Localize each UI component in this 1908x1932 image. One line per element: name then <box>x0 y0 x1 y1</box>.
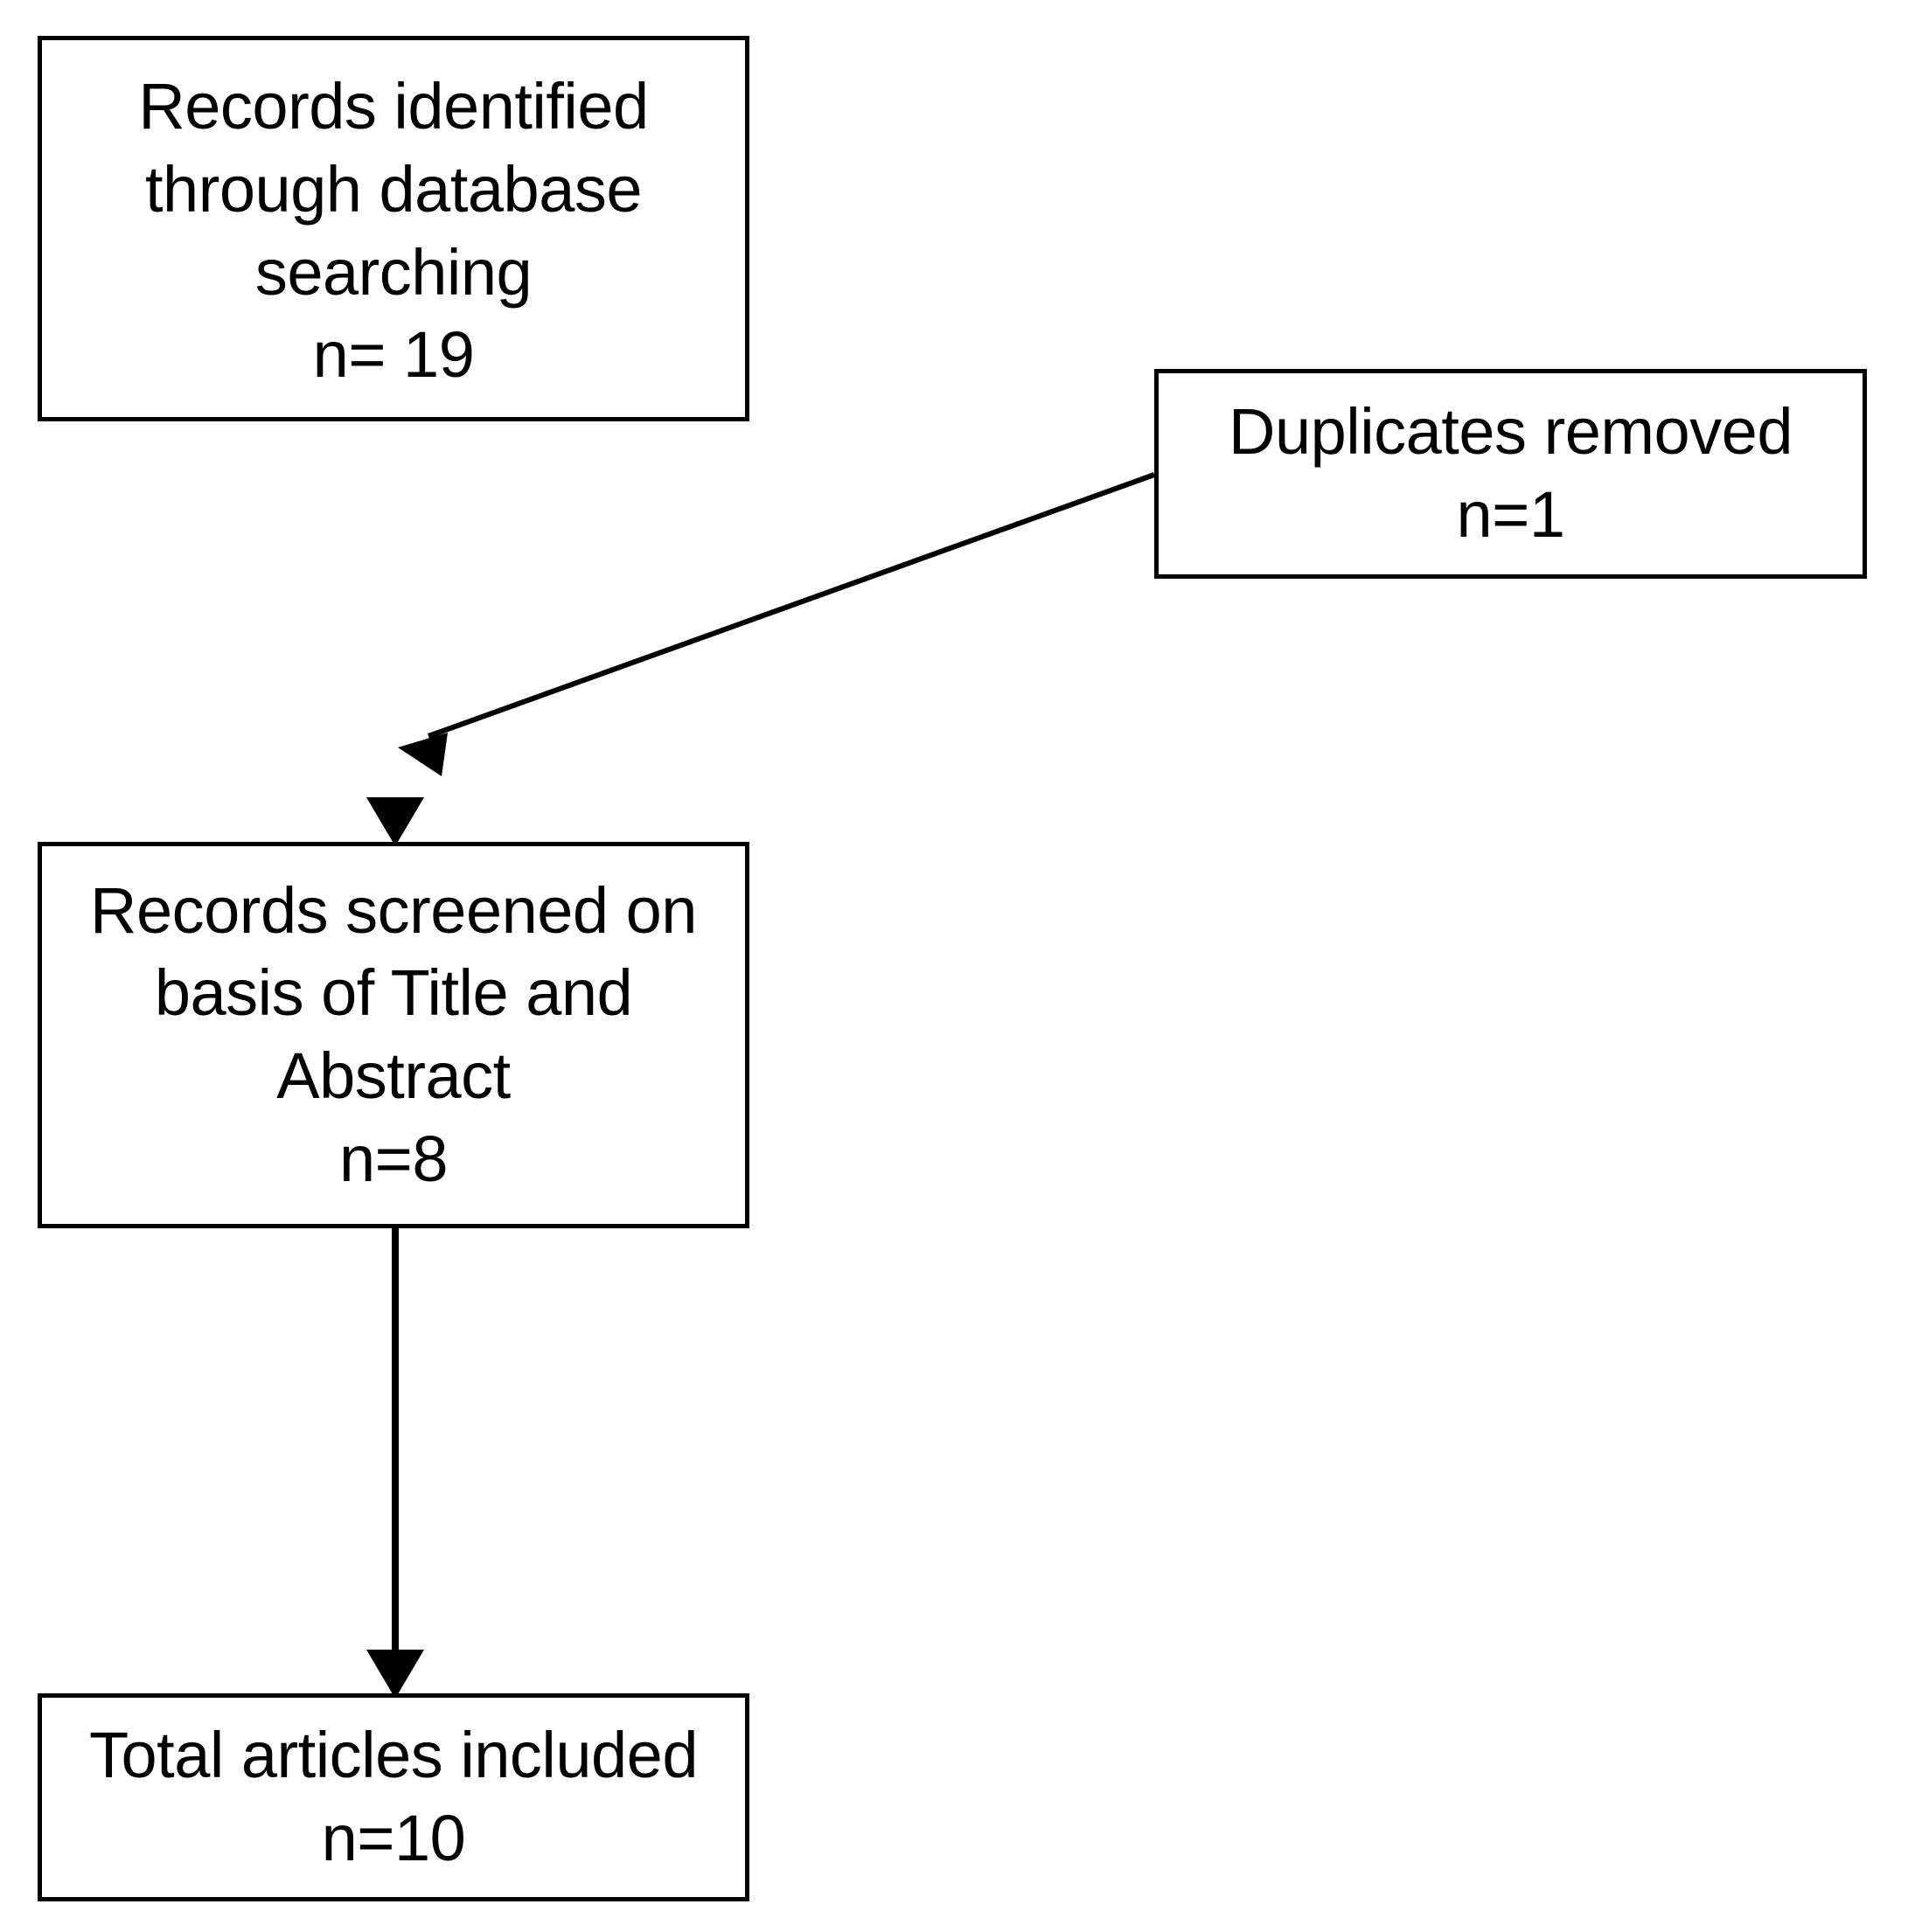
connector-duplicates-to-flow <box>398 472 1156 776</box>
box-records-identified: Records identified through database sear… <box>38 36 749 421</box>
box-total-articles-included-count: n=10 <box>321 1802 466 1874</box>
box-records-screened-count: n=8 <box>338 1122 449 1195</box>
box-records-screened-line-2: basis of Title and <box>154 956 633 1030</box>
box-records-screened: Records screened on basis of Title and A… <box>38 842 749 1228</box>
box-records-identified-line-1: Records identified <box>138 70 649 143</box>
box-duplicates-removed-count: n=1 <box>1456 478 1565 551</box>
connector-screened-to-included <box>366 1228 424 1699</box>
box-records-identified-count: n= 19 <box>312 318 475 392</box>
arrowhead-down-lower <box>366 1650 424 1699</box>
box-records-identified-line-2: through database <box>144 152 643 226</box>
box-duplicates-removed-line-1: Duplicates removed <box>1229 395 1793 469</box>
box-records-identified-line-3: searching <box>254 235 533 309</box>
box-total-articles-included: Total articles included n=10 <box>38 1693 749 1901</box>
box-duplicates-removed: Duplicates removed n=1 <box>1154 369 1867 579</box>
connector-line-diagonal <box>427 472 1156 739</box>
box-records-screened-line-3: Abstract <box>276 1039 511 1112</box>
arrowhead-diagonal <box>398 733 448 776</box>
box-total-articles-included-line-1: Total articles included <box>89 1719 698 1792</box>
arrowhead-down-upper <box>366 797 424 846</box>
box-records-screened-line-1: Records screened on <box>90 873 697 947</box>
connector-identified-to-screened <box>366 421 424 846</box>
